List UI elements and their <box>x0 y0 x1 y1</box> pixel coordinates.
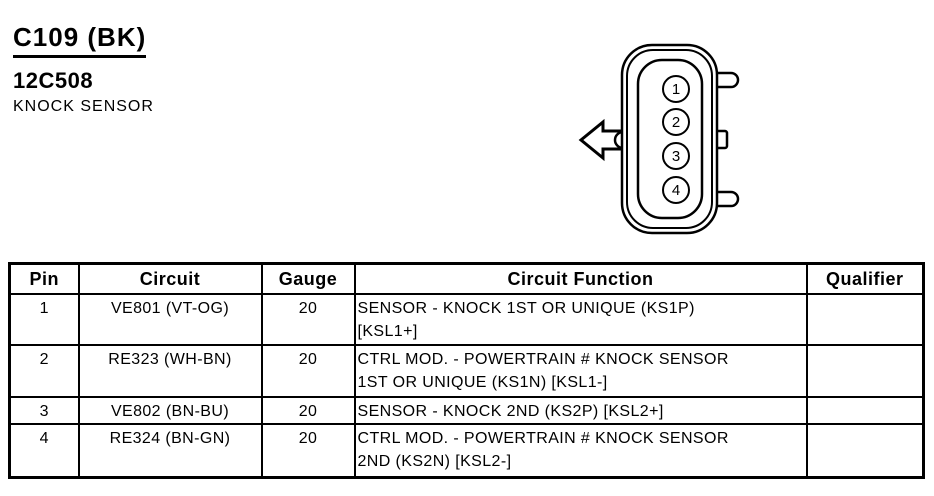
pin-1-cavity <box>662 75 690 103</box>
col-header-gauge: Gauge <box>260 262 356 295</box>
pin-4-label: 4 <box>672 182 680 199</box>
cell-function: SENSOR - KNOCK 1ST OR UNIQUE (KS1P) [KSL… <box>353 293 808 346</box>
cell-qualifier <box>805 423 925 478</box>
cell-circuit: RE324 (BN-GN) <box>77 423 263 478</box>
cell-pin: 4 <box>8 423 80 478</box>
cell-qualifier <box>805 293 925 346</box>
pin-1-label: 1 <box>672 81 680 98</box>
cell-gauge: 20 <box>260 344 356 398</box>
cell-gauge: 20 <box>260 396 356 425</box>
component-name: KNOCK SENSOR <box>13 98 154 115</box>
cell-circuit: VE802 (BN-BU) <box>77 396 263 425</box>
connector-cavity <box>636 58 704 220</box>
connector-face-diagram: 1 2 3 4 <box>578 43 740 235</box>
col-header-pin: Pin <box>8 262 80 295</box>
pin-3-cavity <box>662 142 690 170</box>
cell-pin: 2 <box>8 344 80 398</box>
pinout-table: Pin Circuit Gauge Circuit Function Quali… <box>8 262 925 479</box>
pin-4-cavity <box>662 176 690 204</box>
table-row: 4 RE324 (BN-GN) 20 CTRL MOD. - POWERTRAI… <box>8 423 925 478</box>
cell-pin: 1 <box>8 293 80 346</box>
pin-2-cavity <box>662 108 690 136</box>
cell-gauge: 20 <box>260 293 356 346</box>
cell-gauge: 20 <box>260 423 356 478</box>
connector-id-title: C109 (BK) <box>13 22 147 58</box>
table-row: 2 RE323 (WH-BN) 20 CTRL MOD. - POWERTRAI… <box>8 344 925 398</box>
col-header-qualifier: Qualifier <box>805 262 925 295</box>
col-header-function: Circuit Function <box>353 262 808 295</box>
pin-2-label: 2 <box>672 114 680 131</box>
connector-inner-outline <box>626 49 713 229</box>
cell-qualifier <box>805 344 925 398</box>
table-row: 1 VE801 (VT-OG) 20 SENSOR - KNOCK 1ST OR… <box>8 293 925 346</box>
cell-pin: 3 <box>8 396 80 425</box>
table-row: 3 VE802 (BN-BU) 20 SENSOR - KNOCK 2ND (K… <box>8 396 925 425</box>
cell-function: CTRL MOD. - POWERTRAIN # KNOCK SENSOR 2N… <box>353 423 808 478</box>
pin-3-label: 3 <box>672 148 680 165</box>
cell-circuit: VE801 (VT-OG) <box>77 293 263 346</box>
cell-function: CTRL MOD. - POWERTRAIN # KNOCK SENSOR 1S… <box>353 344 808 398</box>
left-arrow-icon <box>578 118 625 162</box>
col-header-circuit: Circuit <box>77 262 263 295</box>
table-header-row: Pin Circuit Gauge Circuit Function Quali… <box>8 262 925 295</box>
cell-circuit: RE323 (WH-BN) <box>77 344 263 398</box>
cell-function: SENSOR - KNOCK 2ND (KS2P) [KSL2+] <box>353 396 808 425</box>
part-number: 12C508 <box>13 68 94 93</box>
cell-qualifier <box>805 396 925 425</box>
